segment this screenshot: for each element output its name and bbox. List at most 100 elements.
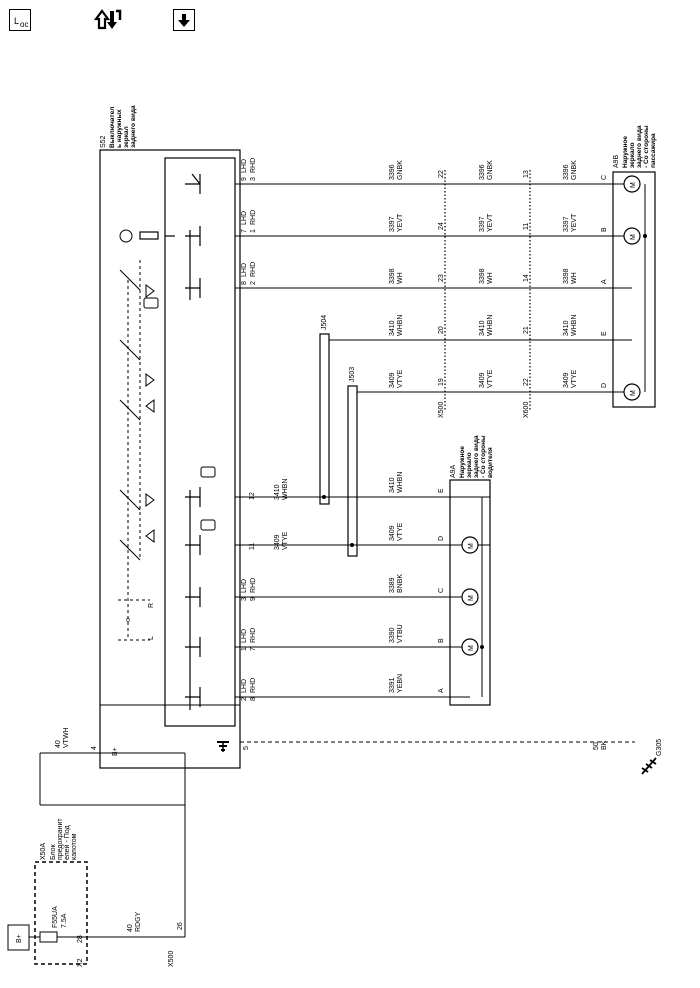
svg-text:3410: 3410 (389, 477, 396, 493)
svg-text:заднего вида: заднего вида (636, 125, 643, 168)
a9b-pins: C B A E D (601, 175, 608, 388)
svg-text:WHBN: WHBN (571, 315, 578, 336)
svg-text:22: 22 (523, 378, 530, 386)
svg-text:X600: X600 (523, 402, 530, 418)
svg-text:VTBU: VTBU (397, 624, 404, 643)
svg-text:WHBN: WHBN (397, 472, 404, 493)
switch-id: S52 (100, 135, 107, 148)
svg-text:22: 22 (438, 170, 445, 178)
svg-text:A: A (438, 688, 445, 693)
lhd: LHD (241, 159, 248, 173)
svg-text:3409: 3409 (479, 372, 486, 388)
svg-text:3397: 3397 (479, 216, 486, 232)
j503-label: J503 (349, 367, 356, 382)
svg-text:VTYE: VTYE (487, 369, 494, 388)
flip-icon[interactable] (92, 6, 124, 32)
motor-label: M (630, 390, 637, 396)
pin-7: 7 (241, 229, 248, 233)
svg-text:B: B (438, 638, 445, 643)
lhd: LHD (241, 679, 248, 693)
svg-text:3396: 3396 (479, 164, 486, 180)
wire-bk: BK (601, 740, 608, 750)
fuse-symbol (39, 931, 58, 943)
svg-text:3391: 3391 (389, 677, 396, 693)
download-arrow-icon[interactable] (173, 9, 195, 31)
pin-1: 1 (250, 229, 257, 233)
svg-text:зеркало: зеркало (466, 452, 473, 478)
svg-text:3390: 3390 (389, 627, 396, 643)
wire-3409: 3409 (274, 534, 281, 550)
svg-text:oc: oc (20, 20, 28, 29)
lhd: LHD (241, 263, 248, 277)
svg-text:3398: 3398 (479, 268, 486, 284)
svg-text:E: E (438, 488, 445, 493)
a9a-pins: E D C B A (438, 488, 445, 693)
wire-labels-column-3: 3396 GNBK 3397 YEVT 3398 WH 3410 WHBN 34… (563, 160, 578, 388)
pin-28: 28 (77, 935, 84, 943)
motor-label: M (468, 595, 475, 601)
svg-text:Наружное: Наружное (459, 446, 466, 478)
svg-text:YEVT: YEVT (487, 213, 494, 232)
bplus-source: B+ (16, 934, 23, 943)
svg-text:YEVT: YEVT (571, 213, 578, 232)
x2-connector: X2 (77, 958, 84, 967)
motor-label: M (630, 234, 637, 240)
wire-vtwh: VTWH (63, 727, 70, 748)
svg-text:VTYE: VTYE (397, 522, 404, 541)
wire-40: 40 (55, 740, 62, 748)
svg-text:GNBK: GNBK (487, 160, 494, 180)
pin-3: 3 (250, 177, 257, 181)
fuse-block-name-3: елей - Под (63, 825, 71, 860)
wire-whbn: WHBN (282, 479, 289, 500)
svg-text:D: D (438, 536, 445, 541)
g305-label: G305 (656, 739, 663, 756)
svg-text:14: 14 (523, 274, 530, 282)
pin-26: 26 (177, 922, 184, 930)
wire-labels-column-1: 3396 GNBK 3397 YEVT 3398 WH 3410 WHBN 34… (389, 160, 404, 693)
svg-text:WHBN: WHBN (397, 315, 404, 336)
svg-text:GNBK: GNBK (571, 160, 578, 180)
pass-mirror-id: A9B (613, 154, 620, 168)
pin-12: 12 (249, 492, 256, 500)
svg-text:водителя: водителя (487, 447, 494, 478)
switch-name-1: Выключател (109, 107, 116, 148)
fuse-block-box (34, 861, 88, 965)
switch-name-4: заднего вида (130, 105, 137, 148)
fuse-block-name-1: Блок (50, 843, 57, 860)
x500-connector: X500 (168, 951, 175, 967)
fuse-block-name-4: капотом (71, 833, 78, 860)
svg-text:3410: 3410 (389, 320, 396, 336)
pin-2: 2 (250, 281, 257, 285)
rhd: RHD (250, 158, 257, 173)
svg-text:B: B (601, 227, 608, 232)
pin-11: 11 (249, 543, 256, 550)
wire-50: 50 (593, 742, 600, 750)
x500-pins: 22 24 23 20 19 X500 (438, 170, 445, 418)
rhd: RHD (250, 578, 257, 593)
fuse-rating: 7.5A (61, 913, 68, 928)
svg-text:VTYE: VTYE (571, 369, 578, 388)
locator-icon[interactable]: L oc (9, 9, 31, 31)
svg-text:20: 20 (438, 326, 445, 334)
svg-text:BNBK: BNBK (397, 574, 404, 593)
wire-40: 40 (127, 924, 134, 932)
svg-text:C: C (438, 588, 445, 593)
rhd: RHD (250, 678, 257, 693)
svg-text:VTYE: VTYE (397, 369, 404, 388)
motor-label: M (468, 543, 475, 549)
svg-text:3397: 3397 (389, 216, 396, 232)
svg-text:3389: 3389 (389, 577, 396, 593)
svg-text:пассажира: пассажира (650, 133, 657, 168)
motor-labels: M M M M M M (468, 182, 637, 651)
motor-label: M (468, 645, 475, 651)
svg-text:19: 19 (438, 378, 445, 386)
wire-3410: 3410 (274, 484, 281, 500)
pin-4: 4 (91, 746, 98, 750)
svg-text:D: D (601, 383, 608, 388)
svg-text:3397: 3397 (563, 216, 570, 232)
pin-1: 1 (241, 647, 248, 651)
switch-name-2: ь наружных (116, 109, 123, 148)
svg-text:- Со стороны: - Со стороны (480, 435, 487, 478)
pin-5: 5 (243, 746, 250, 750)
